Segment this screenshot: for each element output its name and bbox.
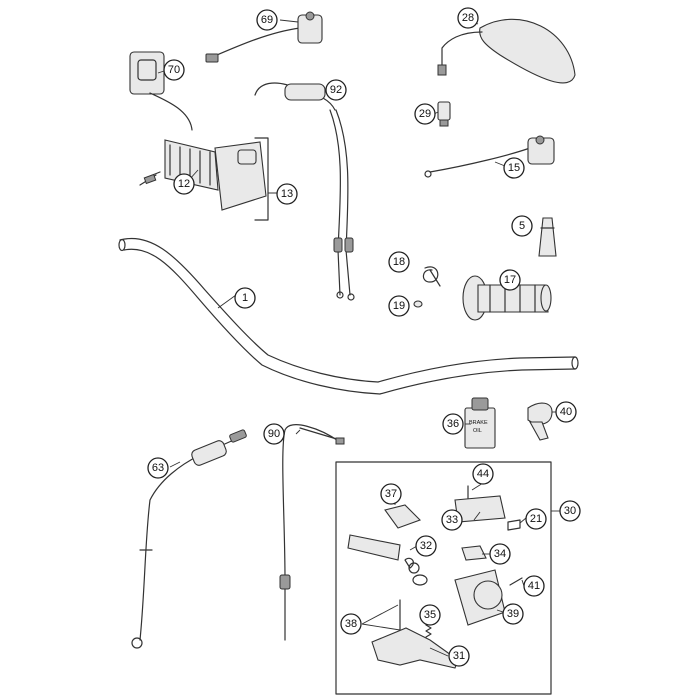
callout-1: 1 bbox=[234, 287, 256, 309]
callout-41: 41 bbox=[523, 575, 545, 597]
svg-text:15: 15 bbox=[508, 162, 520, 174]
brake-oil-bottle: BRAKE OIL bbox=[464, 397, 496, 449]
callout-92: 92 bbox=[325, 79, 347, 101]
grease-tube bbox=[538, 217, 557, 257]
svg-text:30: 30 bbox=[564, 505, 576, 517]
callout-70: 70 bbox=[163, 59, 185, 81]
hot-start-cable bbox=[131, 429, 247, 649]
callout-28: 28 bbox=[457, 7, 479, 29]
svg-text:63: 63 bbox=[152, 462, 164, 474]
callout-5: 5 bbox=[511, 215, 533, 237]
callout-39: 39 bbox=[502, 603, 524, 625]
svg-text:69: 69 bbox=[261, 14, 273, 26]
callout-30: 30 bbox=[559, 500, 581, 522]
callout-44: 44 bbox=[472, 463, 494, 485]
svg-text:31: 31 bbox=[453, 650, 465, 662]
svg-text:44: 44 bbox=[477, 468, 489, 480]
clutch-cable bbox=[279, 424, 345, 641]
svg-text:18: 18 bbox=[393, 256, 405, 268]
throttle-grip bbox=[139, 139, 267, 211]
handlebar bbox=[118, 237, 579, 395]
mirror-adapter bbox=[437, 101, 451, 127]
oil-bottle-label-line2: OIL bbox=[473, 428, 482, 434]
callout-34: 34 bbox=[489, 543, 511, 565]
cable-tie bbox=[422, 266, 441, 287]
svg-text:12: 12 bbox=[178, 178, 190, 190]
svg-text:32: 32 bbox=[420, 540, 432, 552]
svg-text:39: 39 bbox=[507, 608, 519, 620]
throttle-cables bbox=[254, 82, 355, 301]
callout-35: 35 bbox=[419, 604, 441, 626]
callout-37: 37 bbox=[380, 483, 402, 505]
svg-text:17: 17 bbox=[504, 274, 516, 286]
callout-13: 13 bbox=[276, 183, 298, 205]
svg-text:92: 92 bbox=[330, 84, 342, 96]
callout-63: 63 bbox=[147, 457, 169, 479]
svg-text:19: 19 bbox=[393, 300, 405, 312]
callout-31: 31 bbox=[448, 645, 470, 667]
svg-text:34: 34 bbox=[494, 548, 506, 560]
callout-12: 12 bbox=[173, 173, 195, 195]
svg-text:37: 37 bbox=[385, 488, 397, 500]
svg-text:36: 36 bbox=[447, 418, 459, 430]
svg-text:38: 38 bbox=[345, 618, 357, 630]
small-nut bbox=[413, 300, 423, 308]
light-switch bbox=[424, 135, 555, 178]
callout-15: 15 bbox=[503, 157, 525, 179]
svg-text:33: 33 bbox=[446, 514, 458, 526]
callout-40: 40 bbox=[555, 401, 577, 423]
callout-36: 36 bbox=[442, 413, 464, 435]
svg-text:40: 40 bbox=[560, 406, 572, 418]
svg-text:70: 70 bbox=[168, 64, 180, 76]
lever-clamp bbox=[527, 402, 553, 441]
callout-17: 17 bbox=[499, 269, 521, 291]
svg-text:1: 1 bbox=[242, 292, 248, 304]
callout-33: 33 bbox=[441, 509, 463, 531]
oil-bottle-label-line1: BRAKE bbox=[469, 420, 488, 426]
callout-32: 32 bbox=[415, 535, 437, 557]
callout-29: 29 bbox=[414, 103, 436, 125]
svg-text:5: 5 bbox=[519, 220, 525, 232]
callout-19: 19 bbox=[388, 295, 410, 317]
throttle-housing-bracket bbox=[254, 137, 269, 221]
svg-text:13: 13 bbox=[281, 188, 293, 200]
svg-text:28: 28 bbox=[462, 12, 474, 24]
callout-18: 18 bbox=[388, 251, 410, 273]
left-grip bbox=[462, 275, 552, 321]
svg-text:29: 29 bbox=[419, 108, 431, 120]
callout-38: 38 bbox=[340, 613, 362, 635]
clutch-master-group bbox=[335, 461, 552, 695]
svg-text:41: 41 bbox=[528, 580, 540, 592]
callout-69: 69 bbox=[256, 9, 278, 31]
svg-text:35: 35 bbox=[424, 609, 436, 621]
kill-switch bbox=[129, 51, 193, 131]
mirror bbox=[437, 18, 576, 84]
svg-text:90: 90 bbox=[268, 428, 280, 440]
callout-21: 21 bbox=[525, 508, 547, 530]
start-switch bbox=[205, 11, 323, 63]
svg-text:21: 21 bbox=[530, 513, 542, 525]
callout-90: 90 bbox=[263, 423, 285, 445]
